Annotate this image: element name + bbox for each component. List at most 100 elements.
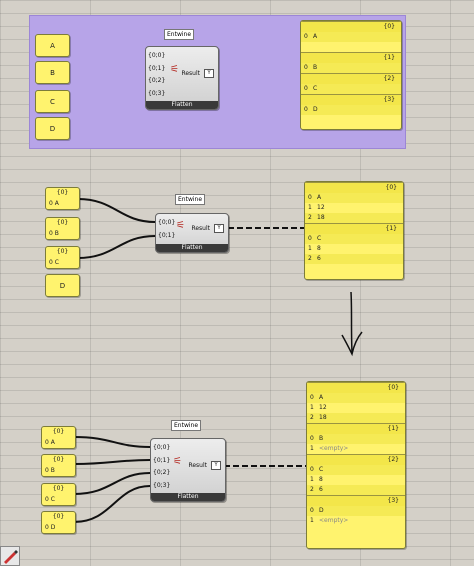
graft-y-icon: Y — [204, 69, 214, 78]
param-d[interactable]: {0} 0 D — [41, 511, 76, 534]
param-path: {0} — [56, 248, 69, 255]
arrow-down-icon — [341, 291, 363, 357]
param-d[interactable]: D — [45, 274, 80, 297]
input-label: {0;3} — [148, 90, 166, 97]
panel-branch-path: {0} — [305, 182, 403, 193]
param-b[interactable]: B — [35, 61, 70, 84]
component-name-tag: Entwine — [175, 194, 206, 205]
input-label: {0;1} — [158, 232, 176, 239]
param-a[interactable]: {0} 0 A — [41, 426, 76, 449]
output-label: Result — [188, 462, 207, 469]
panel-branch-path: {3} — [301, 94, 401, 105]
entwine-icon: ⚟ — [170, 64, 179, 75]
panel-branch-path: {1} — [307, 423, 405, 434]
panel-row: 1<empty> — [307, 444, 405, 454]
panel-branch-path: {1} — [301, 52, 401, 63]
entwine-icon: ⚟ — [176, 220, 185, 231]
wire — [73, 485, 151, 523]
flatten-label: Flatten — [156, 244, 228, 252]
param-label: C — [50, 97, 55, 106]
pencil-icon — [4, 550, 18, 564]
panel-spacer — [301, 42, 401, 52]
wire — [73, 472, 151, 495]
panel-branch-path: {0} — [307, 382, 405, 393]
graft-y-icon: Y — [214, 224, 224, 233]
input-label: {0;3} — [153, 482, 171, 489]
param-value: 0 C — [49, 259, 59, 266]
param-path: {0} — [56, 219, 69, 226]
entwine-component[interactable]: {0;0} {0;1} {0;2} {0;3} ⚟ Result Y Flatt… — [150, 438, 226, 502]
param-path: {0} — [52, 485, 65, 492]
component-name-tag: Entwine — [164, 29, 195, 40]
param-b[interactable]: {0} 0 B — [45, 217, 80, 240]
graft-y-icon: Y — [211, 461, 221, 470]
param-a[interactable]: {0} 0 A — [45, 187, 80, 210]
param-label: B — [50, 68, 55, 77]
param-label: A — [50, 41, 55, 50]
canvas-corner-icon[interactable] — [0, 546, 20, 566]
param-value: 0 C — [45, 496, 55, 503]
panel-branch-path: {0} — [301, 21, 401, 32]
param-path: {0} — [52, 428, 65, 435]
input-label: {0;1} — [153, 457, 171, 464]
input-label: {0;0} — [153, 444, 171, 451]
panel-branch-path: {3} — [307, 495, 405, 506]
output-label: Result — [191, 225, 210, 232]
component-name-tag: Entwine — [171, 420, 202, 431]
wire — [73, 459, 151, 465]
param-c[interactable]: C — [35, 90, 70, 113]
param-path: {0} — [52, 513, 65, 520]
entwine-component[interactable]: {0;0} {0;1} ⚟ Result Y Flatten — [155, 213, 229, 253]
wire — [73, 436, 151, 448]
panel-row: 1<empty> — [307, 516, 405, 526]
param-b[interactable]: {0} 0 B — [41, 454, 76, 477]
param-a[interactable]: A — [35, 34, 70, 57]
input-label: {0;2} — [153, 469, 171, 476]
param-value: 0 B — [45, 467, 55, 474]
output-label: Result — [181, 70, 200, 77]
wire — [77, 235, 156, 259]
input-label: {0;2} — [148, 77, 166, 84]
entwine-component[interactable]: {0;0} {0;1} {0;2} {0;3} ⚟ Result Y Flatt… — [145, 46, 219, 110]
param-path: {0} — [56, 189, 69, 196]
input-label: {0;0} — [148, 52, 166, 59]
input-label: {0;1} — [148, 65, 166, 72]
flatten-label: Flatten — [146, 101, 218, 109]
panel-branch-path: {2} — [301, 73, 401, 84]
entwine-icon: ⚟ — [173, 456, 182, 467]
param-value: 0 A — [45, 439, 55, 446]
param-path: {0} — [52, 456, 65, 463]
param-c[interactable]: {0} 0 C — [41, 483, 76, 506]
param-value: 0 B — [49, 230, 59, 237]
input-label: {0;0} — [158, 219, 176, 226]
panel-branch-path: {1} — [305, 223, 403, 234]
wire — [77, 198, 156, 223]
param-value: 0 D — [45, 524, 56, 531]
param-c[interactable]: {0} 0 C — [45, 246, 80, 269]
param-d[interactable]: D — [35, 117, 70, 140]
param-label: D — [59, 281, 66, 290]
flatten-label: Flatten — [151, 493, 225, 501]
